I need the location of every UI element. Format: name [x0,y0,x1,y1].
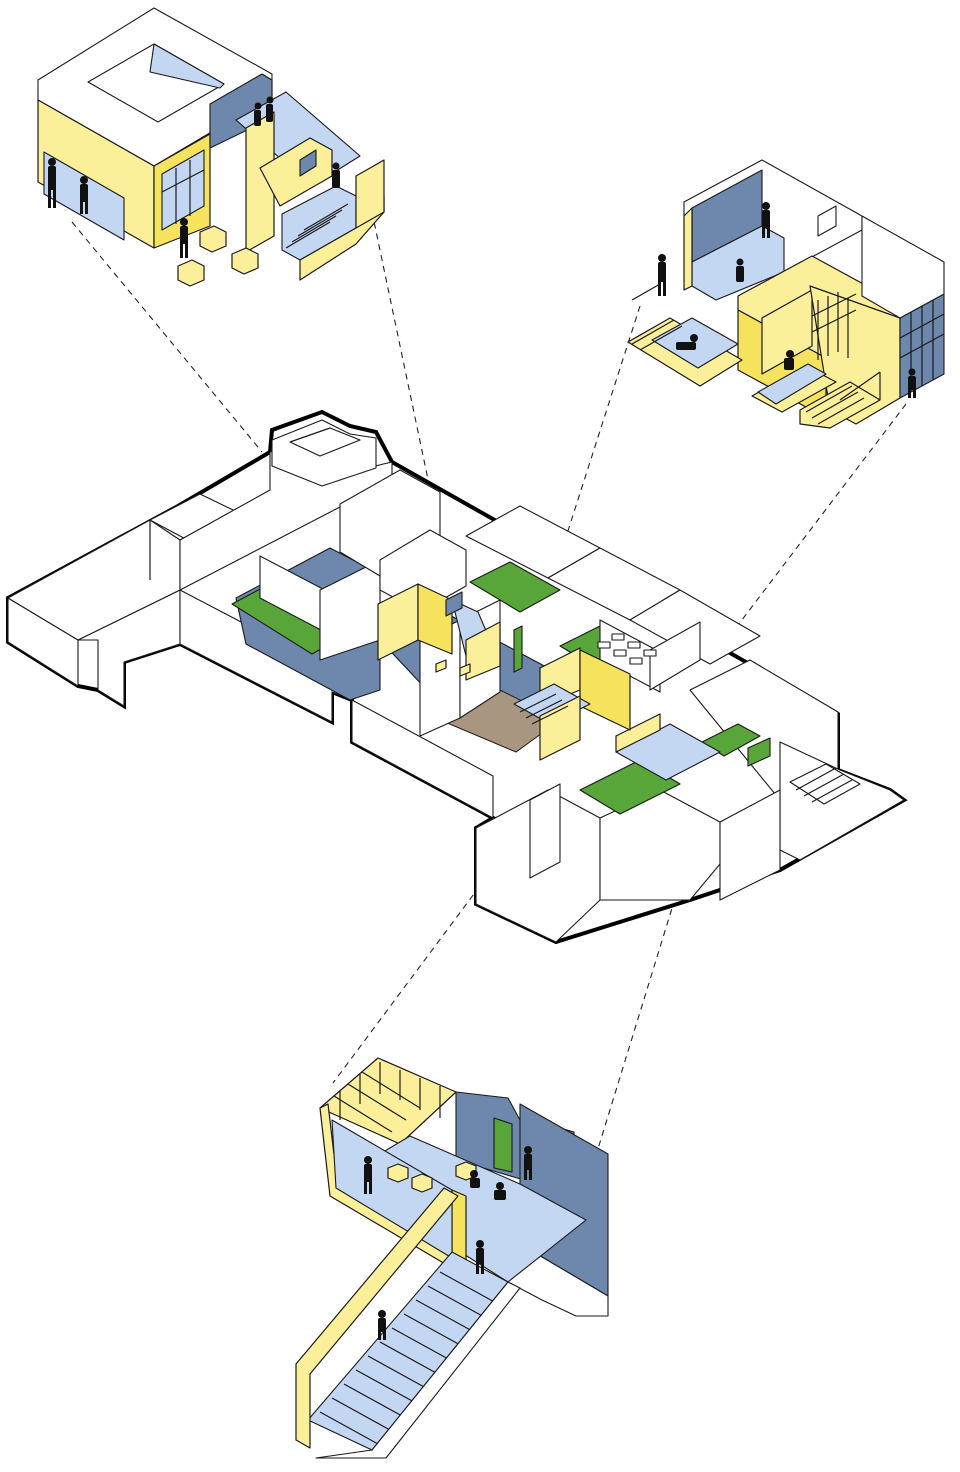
plan-play-structure-b [513,647,631,761]
leader-line-b1 [532,305,641,641]
east-green-door [747,737,771,767]
box-c-shelf-grid [333,1062,441,1133]
north-room-green-1 [469,561,561,613]
green-column [513,625,523,673]
callout-top-right-play-house [627,159,945,429]
callout-top-left-play-house [37,7,385,287]
se-partition [529,783,561,879]
classroom-wall-2 [649,621,701,691]
classroom-desks [597,633,657,665]
lower-yellow-shelf [615,713,661,753]
stair-hall [779,741,905,861]
box-b-side [809,285,901,425]
box-b-shelf-grid [811,292,857,360]
box-a-people [48,96,340,258]
box-a-cubes [177,225,259,287]
leader-line-a1 [71,221,263,453]
box-b-people [658,202,916,398]
se-room-3 [719,789,781,901]
main-floor-plan [6,409,908,945]
south-facade-mid [351,699,494,819]
box-c-cubes [387,1161,477,1193]
box-a-pillar [245,111,275,253]
box-c-stair-rail [295,1187,459,1449]
plan-play-structure-a [377,583,501,681]
box-b-inner [761,289,813,375]
box-a-window [161,149,205,231]
box-c-stair-treads [319,1271,499,1445]
room-block-2 [379,529,467,613]
box-b-steps-right [799,381,881,429]
callout-bottom-stair-play-loft [295,1057,609,1459]
box-c-people [364,1146,532,1340]
